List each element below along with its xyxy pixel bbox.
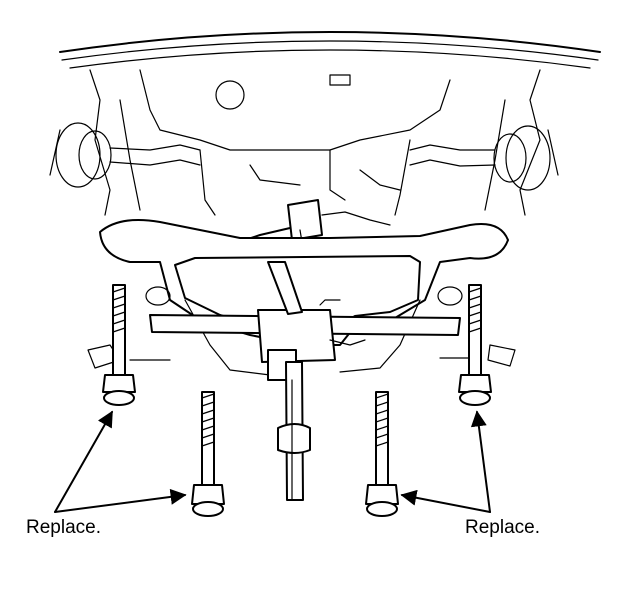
subframe <box>87 219 516 376</box>
center-pipe <box>277 361 311 501</box>
replace-label-right: Replace. <box>465 517 540 538</box>
bolt-left-inner <box>191 391 225 517</box>
right-hub-assembly <box>409 125 559 191</box>
leader-arrows-right <box>400 410 491 513</box>
bolt-right-inner <box>365 391 399 517</box>
center-mount <box>257 261 366 381</box>
left-hub-assembly <box>49 122 201 188</box>
replace-label-left: Replace. <box>26 517 101 538</box>
engine-underbody <box>89 69 541 216</box>
bolt-left-outer <box>102 284 136 406</box>
body-outline <box>59 31 601 69</box>
bolt-right-outer <box>458 284 492 406</box>
leader-arrows-left <box>54 410 187 513</box>
